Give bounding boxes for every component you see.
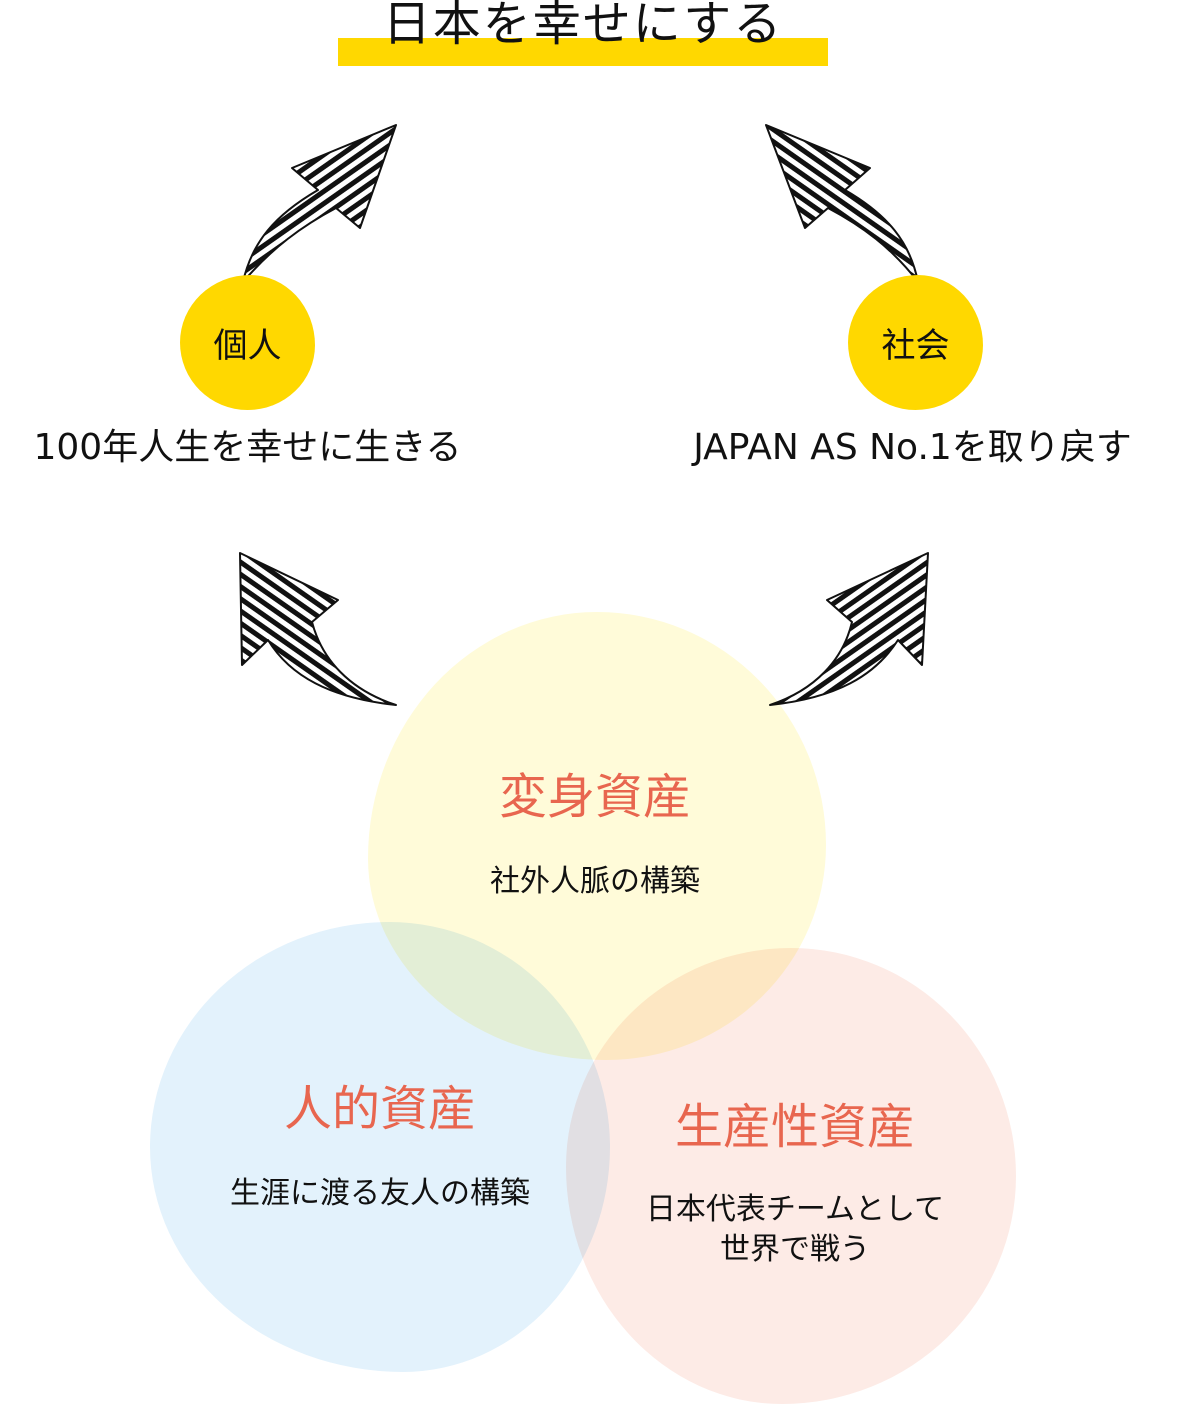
individual-badge: 個人 <box>180 275 315 410</box>
venn-circle-human <box>150 922 610 1372</box>
title-underline <box>338 38 828 66</box>
venn-circle-productivity <box>566 948 1016 1404</box>
society-label: 社会 <box>881 326 950 366</box>
productivity-asset-title: 生産性資産 <box>674 1099 915 1155</box>
page-title: 日本を幸せにする <box>382 0 784 52</box>
individual-label: 個人 <box>213 326 282 366</box>
human-asset-title: 人的資産 <box>283 1081 476 1137</box>
productivity-asset-subtitle-line2: 世界で戦う <box>720 1232 870 1267</box>
transformation-asset-subtitle: 社外人脈の構築 <box>490 864 700 899</box>
productivity-asset-subtitle-line1: 日本代表チームとして <box>645 1192 945 1227</box>
society-caption: JAPAN AS No.1を取り戻す <box>693 427 1132 468</box>
individual-caption: 100年人生を幸せに生きる <box>33 427 462 468</box>
society-badge: 社会 <box>848 275 983 410</box>
human-asset-subtitle: 生涯に渡る友人の構築 <box>230 1176 530 1211</box>
transformation-asset-title: 変身資産 <box>498 769 691 825</box>
